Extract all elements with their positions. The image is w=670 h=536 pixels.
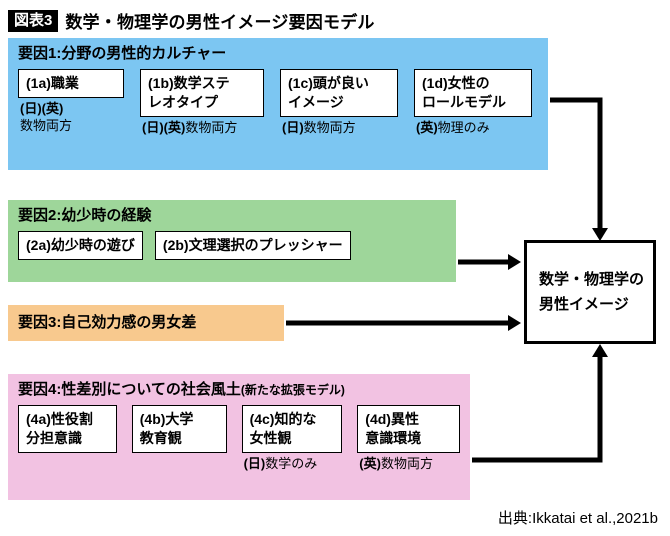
item-1d-note: (英)物理のみ: [416, 120, 532, 137]
factor4-box: 要因4:性差別についての社会風土(新たな拡張モデル) (4a)性役割 分担意識 …: [8, 374, 470, 500]
page-title: 数学・物理学の男性イメージ要因モデル: [65, 13, 375, 32]
item-1d-note-text: 物理のみ: [437, 119, 490, 135]
factor1-item-1b: (1b)数学ステ レオタイプ (日)(英)数物両方: [140, 69, 264, 137]
item-1b-country-tags: (日)(英): [142, 119, 186, 135]
item-4d-country-tags: (英): [359, 455, 381, 471]
factor1-item-1a: (1a)職業 (日)(英)数物両方: [18, 69, 124, 135]
factor4-item-4b: (4b)大学 教育観: [131, 405, 227, 453]
figure-title-row: 図表3 数学・物理学の男性イメージ要因モデル: [8, 8, 375, 33]
item-1c-country-tags: (日): [282, 119, 304, 135]
factor2-heading: 要因2:幼少時の経験: [18, 207, 152, 224]
factor1-box: 要因1:分野の男性的カルチャー (1a)職業 (日)(英)数物両方 (1b)数学…: [8, 38, 548, 170]
item-1c-box: (1c)頭が良い イメージ: [280, 69, 398, 117]
factor3-box: 要因3:自己効力感の男女差: [8, 305, 284, 341]
source-citation: 出典:Ikkatai et al.,2021b: [497, 510, 658, 527]
item-1b-box: (1b)数学ステ レオタイプ: [140, 69, 264, 117]
factor4-heading-suffix: (新たな拡張モデル): [240, 383, 345, 397]
factor1-item-1c: (1c)頭が良い イメージ (日)数物両方: [280, 69, 398, 137]
figure-number-badge: 図表3: [8, 9, 59, 32]
item-1a-note: (日)(英)数物両方: [20, 101, 124, 135]
factor4-items-row: (4a)性役割 分担意識 (4b)大学 教育観 (4c)知的な 女性観 (日)数…: [8, 405, 470, 473]
item-4d-note: (英)数物両方: [359, 456, 460, 473]
item-2a-box: (2a)幼少時の遊び: [18, 231, 143, 260]
item-1a-country-tags: (日)(英): [20, 100, 64, 116]
item-4c-country-tags: (日): [243, 455, 266, 471]
factor4-item-4c: (4c)知的な 女性観 (日)数学のみ: [241, 405, 343, 473]
factor4-arrow: [472, 344, 608, 463]
factor4-heading: 要因4:性差別についての社会風土(新たな拡張モデル): [8, 374, 470, 405]
item-1c-note: (日)数物両方: [282, 120, 398, 137]
item-1c-note-text: 数物両方: [303, 119, 356, 135]
item-1b-note-text: 数物両方: [185, 119, 238, 135]
factor1-arrow: [550, 97, 608, 241]
factor1-item-1d: (1d)女性の ロールモデル (英)物理のみ: [414, 69, 532, 137]
factor2-item-2b: (2b)文理選択のプレッシャー: [154, 231, 351, 260]
factor4-item-4d: (4d)異性 意識環境 (英)数物両方: [357, 405, 460, 473]
item-1b-note: (日)(英)数物両方: [142, 120, 264, 137]
factor4-heading-main: 要因4:性差別についての社会風土: [18, 381, 241, 398]
factor1-heading: 要因1:分野の男性的カルチャー: [18, 45, 227, 62]
item-4b-box: (4b)大学 教育観: [131, 405, 227, 453]
item-1a-note-text: 数物両方: [20, 117, 73, 133]
factor2-item-2a: (2a)幼少時の遊び: [18, 231, 143, 260]
item-4a-box: (4a)性役割 分担意識: [18, 405, 117, 453]
factor1-items-row: (1a)職業 (日)(英)数物両方 (1b)数学ステ レオタイプ (日)(英)数…: [8, 69, 548, 137]
item-1a-box: (1a)職業: [18, 69, 124, 98]
item-1d-country-tags: (英): [416, 119, 438, 135]
factor3-heading: 要因3:自己効力感の男女差: [18, 314, 197, 331]
factor2-box: 要因2:幼少時の経験 (2a)幼少時の遊び (2b)文理選択のプレッシャー: [8, 200, 456, 282]
factor2-arrow: [458, 254, 521, 270]
item-4d-note-text: 数物両方: [380, 455, 433, 471]
item-4d-box: (4d)異性 意識環境: [357, 405, 460, 453]
item-1d-box: (1d)女性の ロールモデル: [414, 69, 532, 117]
factor2-items-row: (2a)幼少時の遊び (2b)文理選択のプレッシャー: [8, 231, 456, 260]
item-4c-note-text: 数学のみ: [265, 455, 318, 471]
item-4c-note: (日)数学のみ: [244, 456, 343, 473]
factor4-item-4a: (4a)性役割 分担意識: [18, 405, 117, 453]
outcome-box: 数学・物理学の 男性イメージ: [524, 240, 656, 344]
item-2b-box: (2b)文理選択のプレッシャー: [154, 231, 351, 260]
factor3-arrow: [286, 315, 521, 331]
item-4c-box: (4c)知的な 女性観: [241, 405, 343, 453]
